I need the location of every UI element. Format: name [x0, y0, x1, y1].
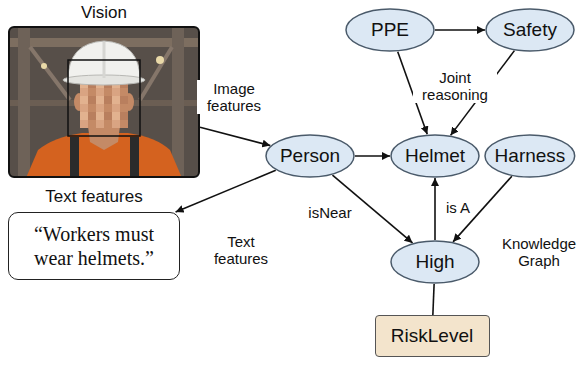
- node-text: Person: [280, 145, 340, 167]
- risk-box: RiskLevel: [375, 315, 490, 357]
- concept-node: Safety: [485, 8, 575, 52]
- steel-brace: [30, 47, 70, 100]
- photo-background: [9, 27, 199, 177]
- steel-brace: [140, 47, 172, 100]
- node-text: PPE: [371, 19, 409, 41]
- work-light: [156, 56, 164, 64]
- concept-node: PPE: [345, 8, 435, 52]
- node-text: High: [415, 251, 454, 273]
- node-heading: Text features: [8, 186, 180, 208]
- text-box: Text features “Workers must wear helmets.…: [8, 186, 180, 280]
- concept-node: High: [390, 240, 480, 284]
- worker-photo: [9, 27, 199, 177]
- concept-node: Harness: [484, 134, 576, 178]
- node-text: Harness: [495, 145, 566, 167]
- node-text: Safety: [503, 19, 557, 41]
- connector-arrow: [434, 178, 436, 240]
- edge-label: is A: [444, 199, 472, 216]
- work-light: [41, 63, 47, 69]
- steel-column: [18, 27, 30, 177]
- connector-arrow: [200, 127, 270, 145]
- concept-ellipse: [346, 9, 434, 51]
- node-text: Helmet: [405, 145, 465, 167]
- node-heading: Vision: [8, 2, 200, 24]
- edge-label: Text features: [204, 233, 278, 267]
- face-bounding-box: [68, 60, 140, 136]
- edge-label: Image features: [197, 80, 271, 114]
- edge-label: isNear: [306, 204, 353, 221]
- connector-arrow: [435, 29, 485, 31]
- concept-node: Helmet: [390, 134, 480, 178]
- harness-strap: [70, 137, 79, 177]
- neck: [88, 126, 120, 150]
- concept-ellipse: [266, 135, 354, 177]
- connector-arrow: [355, 155, 390, 157]
- concept-node: Person: [265, 134, 355, 178]
- quote-box: “Workers must wear helmets.”: [8, 212, 180, 280]
- concept-ellipse: [391, 241, 479, 283]
- photo-frame: [8, 26, 200, 178]
- annotation-label: Joint reasoning: [413, 69, 497, 103]
- concept-ellipse: [391, 135, 479, 177]
- concept-ellipse: [486, 9, 574, 51]
- harness-strap: [130, 137, 139, 177]
- annotation-label: Knowledge Graph: [497, 235, 581, 269]
- photo-panel: Vision: [8, 2, 200, 178]
- concept-ellipse: [485, 135, 575, 177]
- connector-arrow: [433, 284, 434, 315]
- steel-column: [172, 27, 184, 177]
- node-text: RiskLevel: [391, 325, 473, 347]
- quote-text: “Workers must wear helmets.”: [19, 222, 169, 270]
